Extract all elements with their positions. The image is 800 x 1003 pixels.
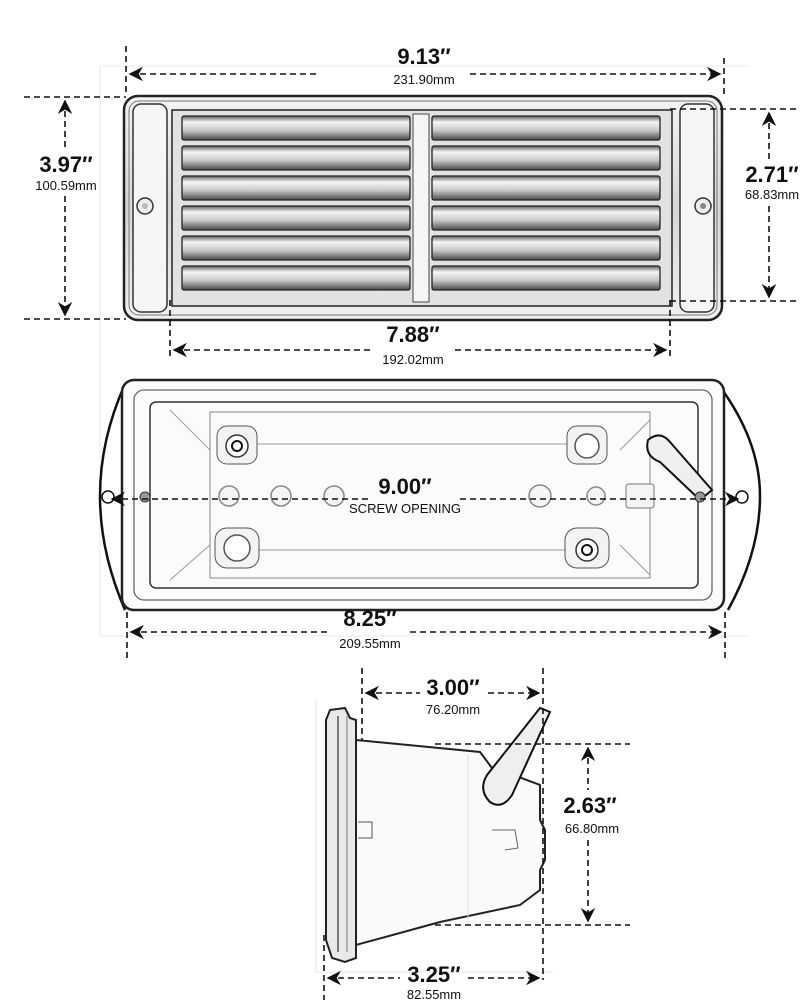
svg-text:8.25″: 8.25″ [343, 606, 397, 631]
svg-text:100.59mm: 100.59mm [35, 178, 96, 193]
svg-text:82.55mm: 82.55mm [407, 987, 461, 1002]
svg-text:3.25″: 3.25″ [407, 962, 461, 987]
louver-slats-left [181, 115, 411, 291]
dim-housing-height: 2.63″ 66.80mm [435, 743, 630, 926]
svg-text:9.13″: 9.13″ [397, 44, 451, 69]
dim-overall-width: 9.13″ 231.90mm [125, 44, 725, 96]
dim-louver-width: 7.88″ 192.02mm [169, 300, 671, 367]
mounting-boss [216, 425, 258, 465]
screw-hole-icon [101, 490, 115, 504]
svg-text:SCREW OPENING: SCREW OPENING [349, 501, 461, 516]
svg-text:9.00″: 9.00″ [378, 474, 432, 499]
svg-text:3.00″: 3.00″ [426, 675, 480, 700]
svg-text:209.55mm: 209.55mm [339, 636, 400, 651]
screw-icon [136, 197, 154, 215]
svg-text:68.83mm: 68.83mm [745, 187, 799, 202]
mounting-boss [564, 527, 610, 569]
svg-text:2.63″: 2.63″ [563, 793, 617, 818]
dim-screw-opening: 9.00″ SCREW OPENING [110, 474, 740, 520]
dim-overall-height: 3.97″ 100.59mm [24, 96, 126, 320]
cable-gland-icon [646, 434, 714, 502]
side-view [315, 700, 553, 973]
screw-icon [694, 197, 712, 215]
svg-text:7.88″: 7.88″ [386, 322, 440, 347]
background-frame [99, 65, 748, 637]
dim-overall-depth: 3.25″ 82.55mm [323, 935, 541, 1002]
dim-housing-width: 8.25″ 209.55mm [126, 606, 726, 660]
louver-slats-right [431, 115, 661, 291]
dim-louver-height: 2.71″ 68.83mm [670, 108, 800, 302]
dim-housing-depth: 3.00″ 76.20mm [361, 668, 544, 980]
svg-text:3.97″: 3.97″ [39, 152, 93, 177]
cable-gland-icon [482, 706, 552, 806]
svg-text:231.90mm: 231.90mm [393, 72, 454, 87]
svg-text:66.80mm: 66.80mm [565, 821, 619, 836]
front-view [122, 94, 724, 322]
mounting-boss [214, 527, 260, 569]
svg-text:2.71″: 2.71″ [745, 162, 799, 187]
screw-hole-icon [735, 490, 749, 504]
mounting-boss [566, 425, 608, 465]
svg-text:76.20mm: 76.20mm [426, 702, 480, 717]
svg-text:192.02mm: 192.02mm [382, 352, 443, 367]
